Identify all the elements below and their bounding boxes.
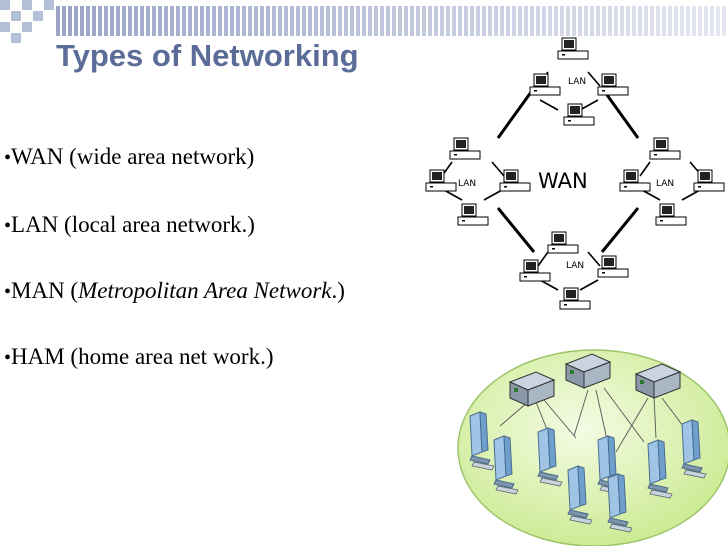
bullet-text-italic: Metropolitan Area Network bbox=[78, 278, 332, 303]
header-decoration bbox=[0, 0, 726, 43]
computer-icon bbox=[597, 255, 629, 278]
lan-right: LAN bbox=[619, 137, 725, 226]
slide-title: Types of Networking bbox=[56, 38, 359, 73]
bullet-ham: •HAM (home area net work.) bbox=[4, 344, 274, 370]
home-network-illustration bbox=[457, 349, 728, 546]
bullet-lan: •LAN (local area network.) bbox=[4, 212, 255, 238]
computer-icon bbox=[563, 103, 595, 126]
computer-icon bbox=[499, 169, 531, 192]
computer-icon bbox=[649, 137, 681, 160]
lan-label: LAN bbox=[566, 261, 584, 271]
lan-top: LAN bbox=[529, 37, 629, 126]
bullet-marker: • bbox=[4, 147, 12, 169]
lan-bottom: LAN bbox=[519, 231, 629, 310]
computer-icon bbox=[425, 169, 457, 192]
computer-icon bbox=[693, 169, 725, 192]
lan-label: LAN bbox=[568, 77, 586, 87]
bullet-text-pre: MAN ( bbox=[11, 278, 79, 303]
computer-icon bbox=[547, 231, 579, 254]
wan-label: WAN bbox=[538, 169, 588, 193]
lan-label: LAN bbox=[656, 179, 674, 189]
bullet-text: LAN (local area network.) bbox=[11, 212, 255, 237]
bullet-text: WAN (wide area network) bbox=[11, 144, 255, 169]
computer-icon bbox=[655, 203, 687, 226]
computer-icon bbox=[457, 203, 489, 226]
computer-icon bbox=[597, 73, 629, 96]
lan-label: LAN bbox=[458, 179, 476, 189]
computer-icon bbox=[619, 169, 651, 192]
computer-icon bbox=[559, 287, 591, 310]
computer-icon bbox=[519, 259, 551, 282]
bullet-marker: • bbox=[4, 281, 12, 303]
bullet-text-post: .) bbox=[331, 278, 345, 303]
lan-left: LAN bbox=[425, 137, 531, 226]
computer-icon bbox=[557, 37, 589, 60]
bullet-wan: •WAN (wide area network) bbox=[4, 144, 254, 170]
computer-icon bbox=[449, 137, 481, 160]
wan-diagram: LAN LAN LAN LAN WAN bbox=[425, 37, 725, 310]
computer-icon bbox=[529, 73, 561, 96]
bullet-man: •MAN (Metropolitan Area Network.) bbox=[4, 278, 345, 304]
bullet-marker: • bbox=[4, 347, 12, 369]
bullet-marker: • bbox=[4, 215, 12, 237]
bullet-text: HAM (home area net work.) bbox=[11, 344, 274, 369]
